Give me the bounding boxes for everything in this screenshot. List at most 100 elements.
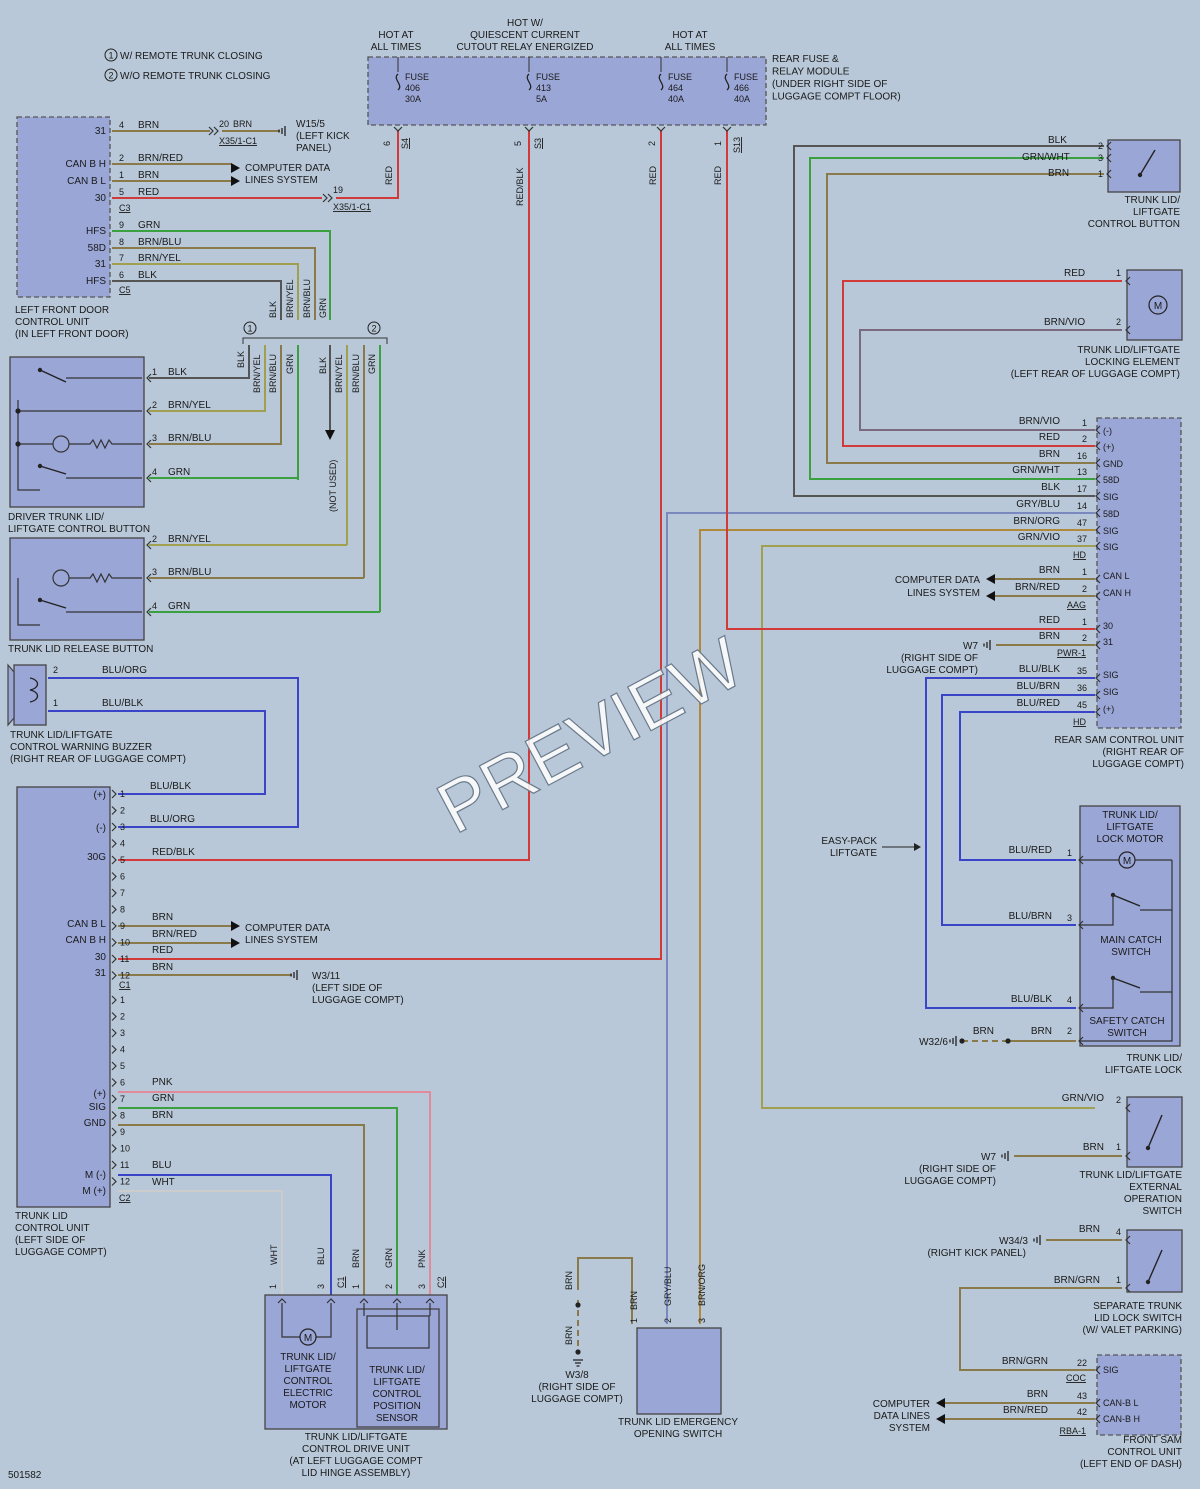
arrow-left-icon xyxy=(936,1414,945,1424)
label: BRN/YEL xyxy=(285,279,295,318)
label: (-) xyxy=(1103,426,1112,436)
label: GRN/WHT xyxy=(1012,465,1060,476)
ground-icon xyxy=(290,970,298,980)
option-bracket xyxy=(242,337,388,344)
label: BLK xyxy=(1048,135,1067,146)
junction-dot xyxy=(575,1349,581,1355)
label: 1 xyxy=(1082,617,1087,627)
label: BRN xyxy=(152,962,173,973)
connector-chevron xyxy=(208,126,214,136)
label: BRN/GRN xyxy=(1002,1356,1048,1367)
label: (-) xyxy=(96,823,106,834)
wire-hfs-blk xyxy=(112,280,282,320)
label: 6 xyxy=(382,141,392,146)
connector-chevron xyxy=(1095,541,1101,551)
db-wire-brnyel xyxy=(149,403,266,412)
label: BRN/ORG xyxy=(1013,516,1060,527)
em-wire-brn xyxy=(577,1257,633,1324)
label: BLU/RED xyxy=(1017,698,1060,709)
label: (NOT USED) xyxy=(328,460,338,512)
connector-chevron xyxy=(1095,441,1101,451)
label: 35 xyxy=(1077,666,1087,676)
label: 10 xyxy=(120,938,130,948)
label: W3/8 xyxy=(565,1370,589,1381)
connector-chevron xyxy=(1095,707,1101,717)
connector-chevron xyxy=(425,1298,435,1304)
motor-icon xyxy=(299,1328,317,1346)
label: X35/1-C1 xyxy=(333,202,371,212)
potentiometer-icon xyxy=(366,1315,430,1349)
connector-chevron xyxy=(1125,1103,1131,1113)
ground-icon xyxy=(278,126,286,136)
label: BRN/ORG xyxy=(697,1264,707,1306)
label: COMPUTER DATA xyxy=(245,923,331,934)
junction-dot xyxy=(1005,1038,1011,1044)
label: TRUNK LID/LIFTGATE xyxy=(1077,345,1180,356)
label: CONTROL WARNING BUZZER xyxy=(10,742,152,753)
rs-wire-grnvio xyxy=(761,545,1095,1109)
emergency-opening-switch xyxy=(636,1327,722,1415)
pin-number: 6 xyxy=(119,270,124,280)
label: 4 xyxy=(120,1045,125,1055)
label: 9 xyxy=(120,1127,125,1137)
label: GRN/WHT xyxy=(1022,152,1070,163)
label: (LEFT END OF DASH) xyxy=(1080,1459,1182,1470)
connector-chevron xyxy=(111,1160,117,1170)
warning-buzzer xyxy=(13,664,47,726)
pin-number: 4 xyxy=(119,120,124,130)
ground-icon xyxy=(1001,1151,1009,1161)
label: 14 xyxy=(1077,501,1087,511)
switch-contact xyxy=(1145,1279,1151,1285)
label: 3 xyxy=(697,1318,707,1323)
connector-chevron xyxy=(111,888,117,898)
connector-chevron xyxy=(111,789,117,799)
label: BLU/BLK xyxy=(102,698,143,709)
resistor-icon xyxy=(69,572,142,584)
arrow-right-icon xyxy=(231,163,240,173)
switch-icon xyxy=(39,465,67,475)
label: BLK xyxy=(168,367,187,378)
liftgate-lock xyxy=(1079,805,1181,1047)
connector-chevron xyxy=(1078,1003,1084,1013)
label: BRN xyxy=(564,1326,574,1345)
label: 6 xyxy=(120,872,125,882)
label: GRN xyxy=(318,298,328,318)
label: FUSE xyxy=(536,72,560,82)
tc-wire-pnk xyxy=(118,1091,431,1295)
label: COMPUTER DATA xyxy=(245,163,331,174)
label: BLU/BRN xyxy=(1017,681,1060,692)
switch-contact xyxy=(37,463,43,469)
connector-chevron xyxy=(1095,690,1101,700)
pin-label: CAN B L xyxy=(67,176,106,187)
label: SENSOR xyxy=(376,1413,418,1424)
locking-element xyxy=(1126,269,1183,341)
contact xyxy=(1080,978,1114,1009)
label: TRUNK LID/ xyxy=(1124,195,1180,206)
db-wire-blk xyxy=(149,370,250,379)
connector-chevron xyxy=(146,473,152,483)
label: TRUNK LID/ xyxy=(1102,810,1158,821)
label: LEFT FRONT DOOR xyxy=(15,305,109,316)
switch-icon xyxy=(1147,1249,1163,1283)
label: RED xyxy=(1064,268,1085,279)
connector-chevron xyxy=(1095,458,1101,468)
label: 37 xyxy=(1077,534,1087,544)
label: 466 xyxy=(734,83,749,93)
label: 7 xyxy=(120,1094,125,1104)
label: 1 xyxy=(1098,169,1103,179)
label: S3 xyxy=(533,138,543,149)
label: 2 xyxy=(1082,434,1087,444)
motor-lead xyxy=(316,1303,332,1338)
label: BRN/RED xyxy=(1003,1405,1048,1416)
connector-chevron xyxy=(1095,425,1101,435)
label: PNK xyxy=(152,1077,173,1088)
label: BRN xyxy=(1039,565,1060,576)
label: GRY/BLU xyxy=(1016,499,1060,510)
buzzer-wire-blublk xyxy=(48,710,266,795)
connector-chevron xyxy=(111,938,117,947)
label: CAN L xyxy=(1103,571,1130,581)
driver-trunk-lid-button xyxy=(9,356,145,508)
connector-chevron xyxy=(111,954,117,964)
label: BRN xyxy=(564,1271,574,1290)
connector-chevron xyxy=(326,1298,336,1304)
